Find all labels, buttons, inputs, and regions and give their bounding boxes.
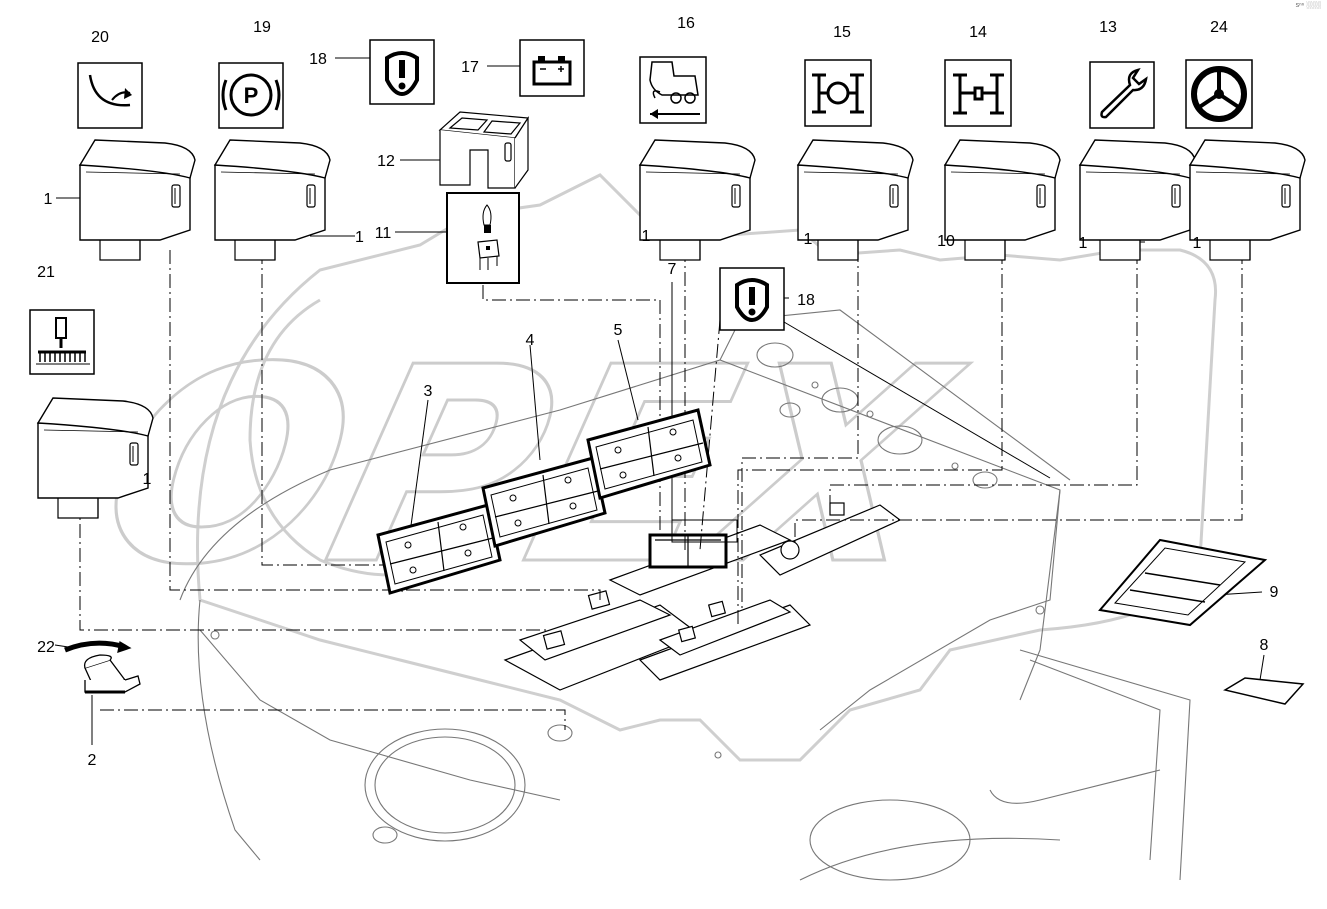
switch-bank-left [503, 502, 902, 691]
warning-indicator-icon [385, 51, 419, 97]
callout-1-d: 1 [804, 231, 813, 248]
symbol-14 [944, 59, 1012, 127]
symbol-15 [804, 59, 872, 127]
symbol-18-top [369, 39, 435, 105]
battery-icon [532, 60, 572, 86]
callout-9: 9 [1270, 584, 1279, 601]
symbol-18-right [719, 267, 785, 331]
hitch-lift-icon [88, 74, 131, 107]
callouts: 20 19 18 17 16 15 14 13 24 12 11 1 1 1 1… [37, 15, 1278, 769]
callout-11: 11 [375, 225, 392, 242]
callout-18-right: 18 [797, 292, 815, 309]
four-wheel-drive-icon [812, 73, 864, 114]
symbol-20 [77, 62, 143, 129]
symbol-17 [519, 39, 585, 97]
callout-12: 12 [377, 153, 395, 170]
callout-7: 7 [668, 261, 677, 278]
callout-1-b: 1 [355, 229, 364, 246]
callout-20: 20 [91, 29, 109, 46]
callout-10: 10 [937, 233, 955, 250]
symbol-21 [29, 309, 95, 375]
callout-1-c: 1 [642, 228, 651, 245]
callout-2: 2 [88, 752, 97, 769]
callout-3: 3 [424, 383, 433, 400]
watermark-text: OPEX [74, 310, 984, 624]
switch-frame-9 [1098, 538, 1268, 627]
callout-1-e: 1 [1079, 235, 1088, 252]
callout-18-top: 18 [309, 51, 327, 68]
callout-5: 5 [614, 322, 623, 339]
parking-brake-icon: P [244, 83, 259, 108]
symbol-16 [639, 56, 707, 124]
warning-indicator-icon-2 [735, 278, 769, 323]
rotary-switch-2 [64, 640, 141, 694]
symbol-13 [1089, 61, 1155, 129]
callout-16: 16 [677, 15, 695, 32]
rocker-switch-16 [639, 139, 756, 261]
rocker-switch-13 [1079, 139, 1196, 261]
symbol-19: P [218, 62, 284, 129]
callout-13: 13 [1099, 19, 1117, 36]
rocker-switch-20 [79, 139, 196, 261]
cover-18-installed [648, 519, 738, 569]
differential-lock-icon [953, 73, 1004, 115]
callout-24: 24 [1210, 19, 1228, 36]
loader-tilt-icon [649, 61, 699, 96]
bracket-12 [438, 111, 530, 189]
wrench-icon [1100, 68, 1148, 119]
callout-21: 21 [37, 264, 55, 281]
callout-19: 19 [253, 19, 271, 36]
callout-1-f: 1 [1193, 235, 1202, 252]
callout-17: 17 [461, 59, 479, 76]
rocker-switch-10 [944, 139, 1061, 261]
rear-implement-icon [36, 317, 90, 365]
leader-lines [79, 248, 1243, 730]
callout-1-g: 1 [143, 471, 152, 488]
callout-15: 15 [833, 24, 851, 41]
corner-code: sⁿⁿ ░░░ [1295, 2, 1321, 9]
console-outline [179, 309, 1191, 881]
callout-8: 8 [1260, 637, 1269, 654]
blank-plate-8 [1223, 677, 1305, 705]
symbol-24 [1185, 59, 1253, 129]
callout-14: 14 [969, 24, 987, 41]
callout-4: 4 [526, 332, 535, 349]
steering-wheel-icon [1191, 66, 1247, 122]
rocker-switch-19 [214, 139, 331, 261]
callout-1-a: 1 [44, 191, 53, 208]
bulb-holder-11 [446, 192, 520, 284]
callout-22: 22 [37, 639, 55, 656]
rocker-switch-24 [1189, 139, 1306, 261]
